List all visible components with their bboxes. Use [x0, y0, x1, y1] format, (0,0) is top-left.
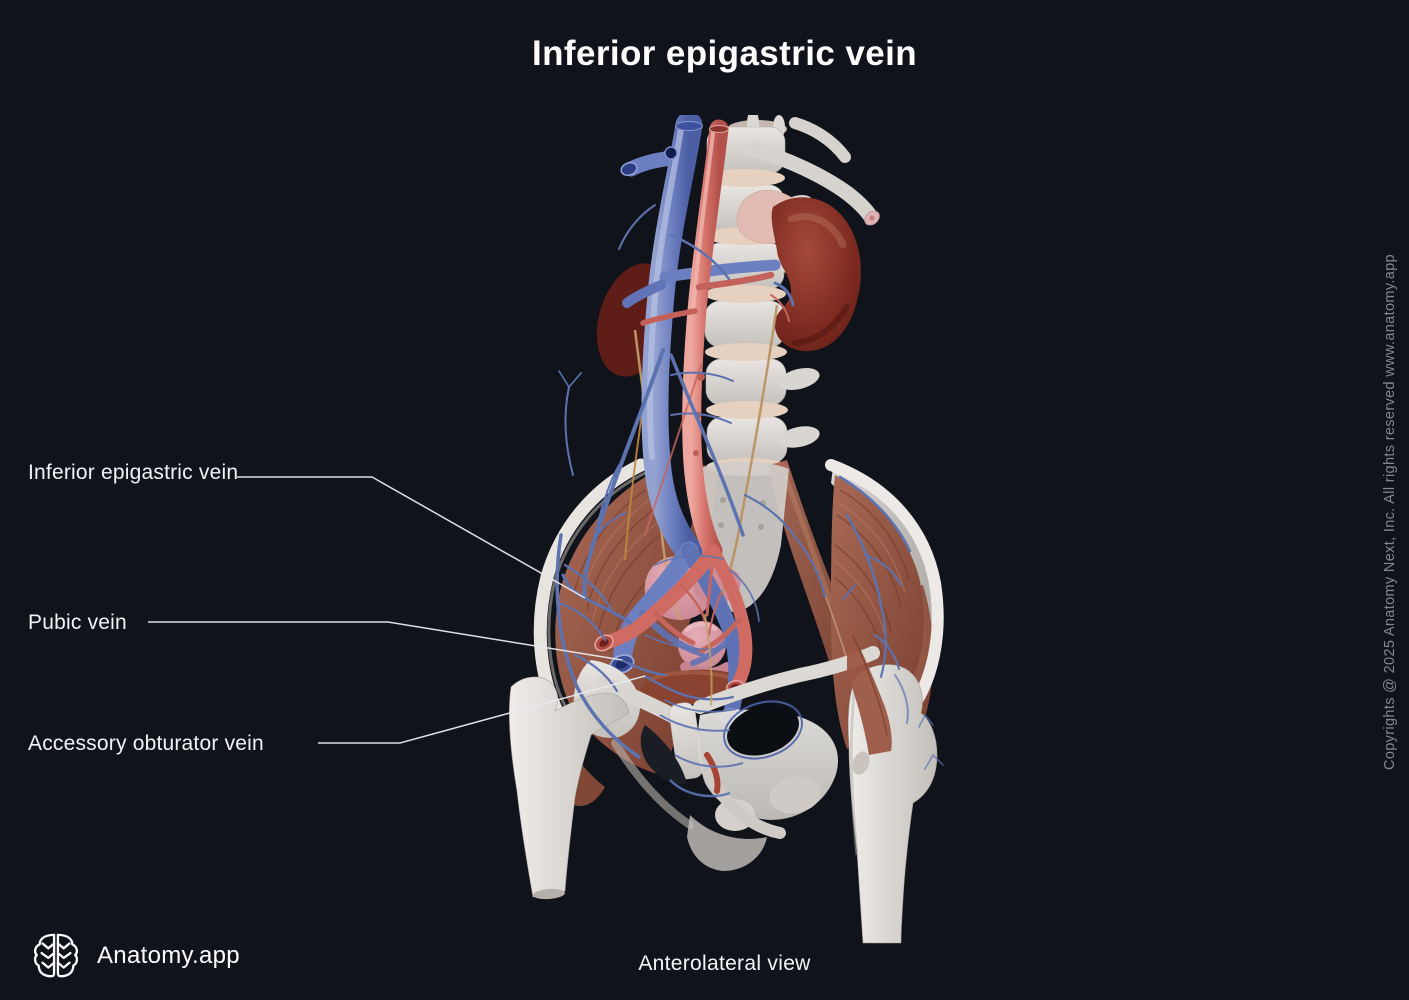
brain-icon — [30, 931, 82, 981]
view-caption: Anterolateral view — [638, 952, 811, 975]
brand-wordmark: Anatomy.app — [97, 942, 240, 969]
right-obturator-foramen — [723, 700, 803, 760]
copyright-notice: Copyrights @ 2025 Anatomy Next, Inc. All… — [1382, 254, 1398, 771]
left-femur — [509, 676, 630, 900]
aorta — [598, 119, 775, 692]
left-psoas-muscle — [625, 465, 717, 721]
label-inferior-epigastric-vein: Inferior epigastric vein — [28, 461, 239, 484]
right-kidney — [771, 197, 861, 352]
iliopsoas-tendon — [847, 620, 892, 755]
label-pubic-vein: Pubic vein — [28, 611, 127, 634]
page-title: Inferior epigastric vein — [532, 34, 917, 73]
leader-line-accessory-obturator-vein — [318, 675, 646, 744]
rib — [745, 117, 880, 226]
leader-line-inferior-epigastric-vein — [237, 476, 586, 599]
label-accessory-obturator-vein: Accessory obturator vein — [28, 732, 264, 755]
brand-logo: Anatomy.app — [30, 931, 240, 981]
leader-line-pubic-vein — [148, 621, 623, 661]
anatomy-illustration — [509, 115, 944, 944]
vein-network — [555, 204, 944, 770]
right-femur — [847, 620, 938, 944]
